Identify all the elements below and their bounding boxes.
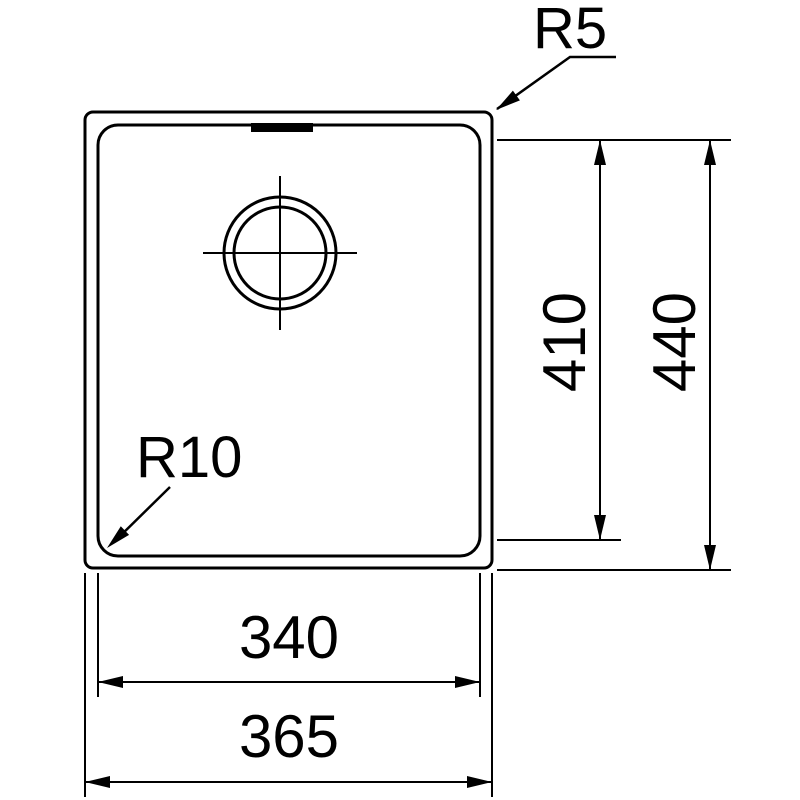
callout-outer-corner-radius: R5 [496,0,616,111]
r5-label: R5 [533,0,607,61]
sink-outline [83,110,494,570]
inner-width-arrow-left [98,676,123,688]
drain [203,176,357,330]
dimension-inner-width: 340 [97,573,481,697]
inner-height-arrow-top [594,140,606,165]
outer-height-label: 440 [641,292,708,392]
dimension-outer-height: 440 [497,140,731,571]
r10-arrowhead [107,526,130,548]
sink-outer-rect [83,110,494,570]
outer-width-arrow-left [85,776,110,788]
r5-arrowhead [496,90,520,110]
inner-width-label: 340 [239,604,339,671]
callout-bowl-corner-radius: R10 [107,425,242,548]
dimension-inner-height: 410 [497,139,731,541]
outer-height-arrow-top [704,140,716,165]
inner-height-arrow-bottom [594,515,606,540]
r5-leader-line [496,55,616,111]
overflow-mark [251,123,313,132]
outer-width-label: 365 [239,703,339,770]
inner-height-label: 410 [531,292,598,392]
outer-height-arrow-bottom [704,545,716,570]
dimension-outer-width: 365 [84,573,493,797]
outer-width-arrow-right [467,776,492,788]
r10-label: R10 [136,425,242,490]
inner-width-arrow-right [455,676,480,688]
sink-bowl-rect [96,123,482,558]
